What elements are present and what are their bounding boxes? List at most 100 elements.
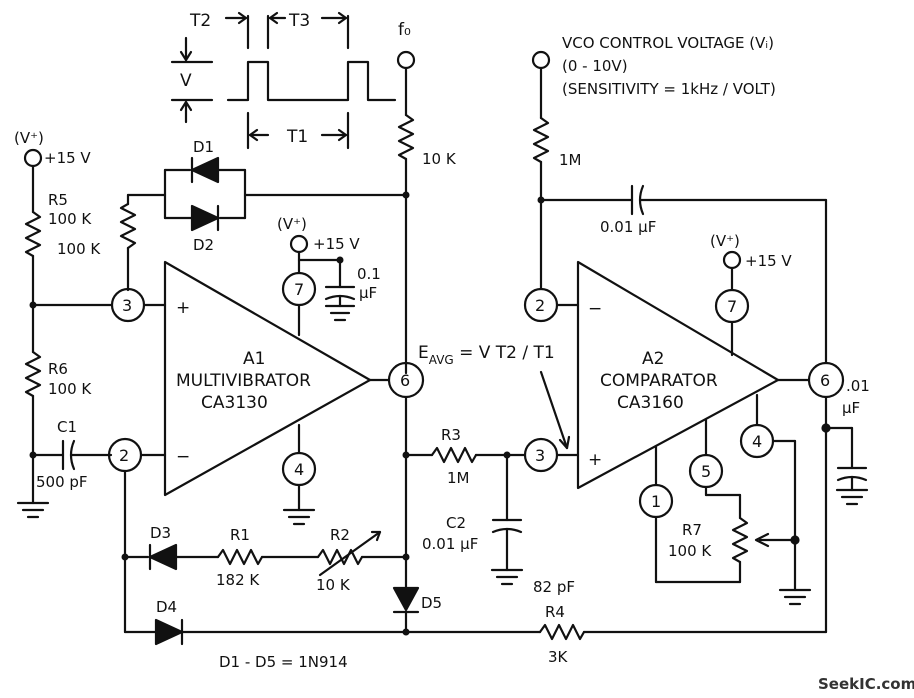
diode-d5 [392,586,420,614]
capacitor-output [835,426,869,506]
pin-label-a1-6: 6 [400,371,410,390]
label-r1-val: 182 K [216,571,260,589]
label-a1-vplus: (V⁺) [277,215,307,233]
resistor-r5 [24,210,42,258]
label-vco-line3: (SENSITIVITY = 1kHz / VOLT) [562,80,776,98]
label-c2: C2 [446,514,466,532]
label-a2-v15: +15 V [745,252,792,270]
label-diodes-note: D1 - D5 = 1N914 [219,653,348,671]
label-r7-val: 100 K [668,542,712,560]
label-82pf: 82 pF [533,578,575,596]
resistor-r1 [216,548,264,566]
label-a1-plus: + [176,298,190,318]
label-a1-v15: +15 V [313,235,360,253]
label-c-a1-val-b: μF [359,284,377,302]
resistor-r2 [316,548,364,566]
label-vco-line2: (0 - 10V) [562,57,628,75]
label-rtop-val: 10 K [422,150,457,168]
ground-a1 [282,508,316,526]
pin-label-a2-3: 3 [535,446,545,465]
label-c-a1-val-a: 0.1 [357,265,381,283]
ground-a2 [778,588,812,606]
label-a2-minus: − [588,299,602,319]
label-eavg: EAVG = V T2 / T1 [418,343,555,367]
label-d2: D2 [193,236,214,254]
resistor-r4 [538,623,586,641]
label-r6-val: 100 K [48,380,92,398]
pin-label-a1-2: 2 [119,446,129,465]
label-a2-plus: + [588,450,602,470]
label-r4: R4 [545,603,565,621]
label-a2-vplus: (V⁺) [710,232,740,250]
label-c2-val: 0.01 μF [422,535,478,553]
label-d1: D1 [193,138,214,156]
label-r1m-val: 1M [559,151,582,169]
square-waveform [226,60,397,102]
opamp-a1 [163,260,372,497]
label-fo: f₀ [398,20,411,40]
label-c1-val: 500 pF [36,473,88,491]
label-r6: R6 [48,360,68,378]
label-t2: T2 [189,11,211,31]
label-r2-val: 10 K [316,576,351,594]
resistor-r7 [731,516,749,564]
label-a2-part: CA3160 [617,393,684,413]
pin-label-a2-4: 4 [752,432,762,451]
diode-d2 [190,204,220,232]
pin-label-a2-1: 1 [651,492,661,511]
vco-input-terminal[interactable] [531,50,551,70]
label-a1-name: A1 [243,349,265,369]
label-a2-role: COMPARATOR [600,371,718,391]
a1-supply-terminal[interactable] [289,234,309,254]
label-r5-val: 100 K [48,210,92,228]
label-left-vplus: (V⁺) [14,129,44,147]
resistor-1m [532,116,550,164]
left-supply-terminal[interactable] [23,148,43,168]
diode-d3 [148,543,178,571]
label-r1: R1 [230,526,250,544]
diode-d1 [190,156,220,184]
label-r7: R7 [682,521,702,539]
pin-label-a2-5: 5 [701,462,711,481]
label-cout-val-a: .01 [846,377,870,395]
pin-label-a2-7: 7 [727,297,737,316]
label-cout-val-b: μF [842,399,860,417]
pin-label-a1-4: 4 [294,460,304,479]
label-t3: T3 [288,11,310,31]
label-r5: R5 [48,191,68,209]
label-r3-val: 1M [447,469,470,487]
label-d4: D4 [156,598,177,616]
fo-terminal[interactable] [396,50,416,70]
junction-dots [29,191,545,636]
resistor-r5b [119,202,137,250]
resistor-10k-top [397,113,415,161]
pin-label-a2-2: 2 [535,296,545,315]
label-v: V [180,71,192,91]
resistor-r6 [24,350,42,398]
capacitor-a1-bypass [324,258,356,322]
a2-supply-terminal[interactable] [722,250,742,270]
label-t1: T1 [286,127,308,147]
label-d3: D3 [150,524,171,542]
pin-label-a1-3: 3 [122,296,132,315]
label-d5: D5 [421,594,442,612]
label-cfb-val: 0.01 μF [600,218,656,236]
capacitor-c2 [490,518,524,586]
watermark: SeekIC.com [818,675,914,693]
label-a2-name: A2 [642,349,664,369]
label-r4-val: 3K [548,648,569,666]
label-vco-line1: VCO CONTROL VOLTAGE (Vᵢ) [562,34,774,52]
label-a1-minus: − [176,447,190,467]
diode-d4 [154,618,184,646]
opamp-a2 [576,260,780,490]
pin-label-a1-7: 7 [294,280,304,299]
label-left-v15: +15 V [44,149,91,167]
label-r5b-val: 100 K [57,240,101,258]
label-r3: R3 [441,426,461,444]
label-r2: R2 [330,526,350,544]
label-a1-part: CA3130 [201,393,268,413]
pin-label-a2-6: 6 [820,371,830,390]
resistor-r3 [430,446,478,464]
label-c1: C1 [57,418,77,436]
